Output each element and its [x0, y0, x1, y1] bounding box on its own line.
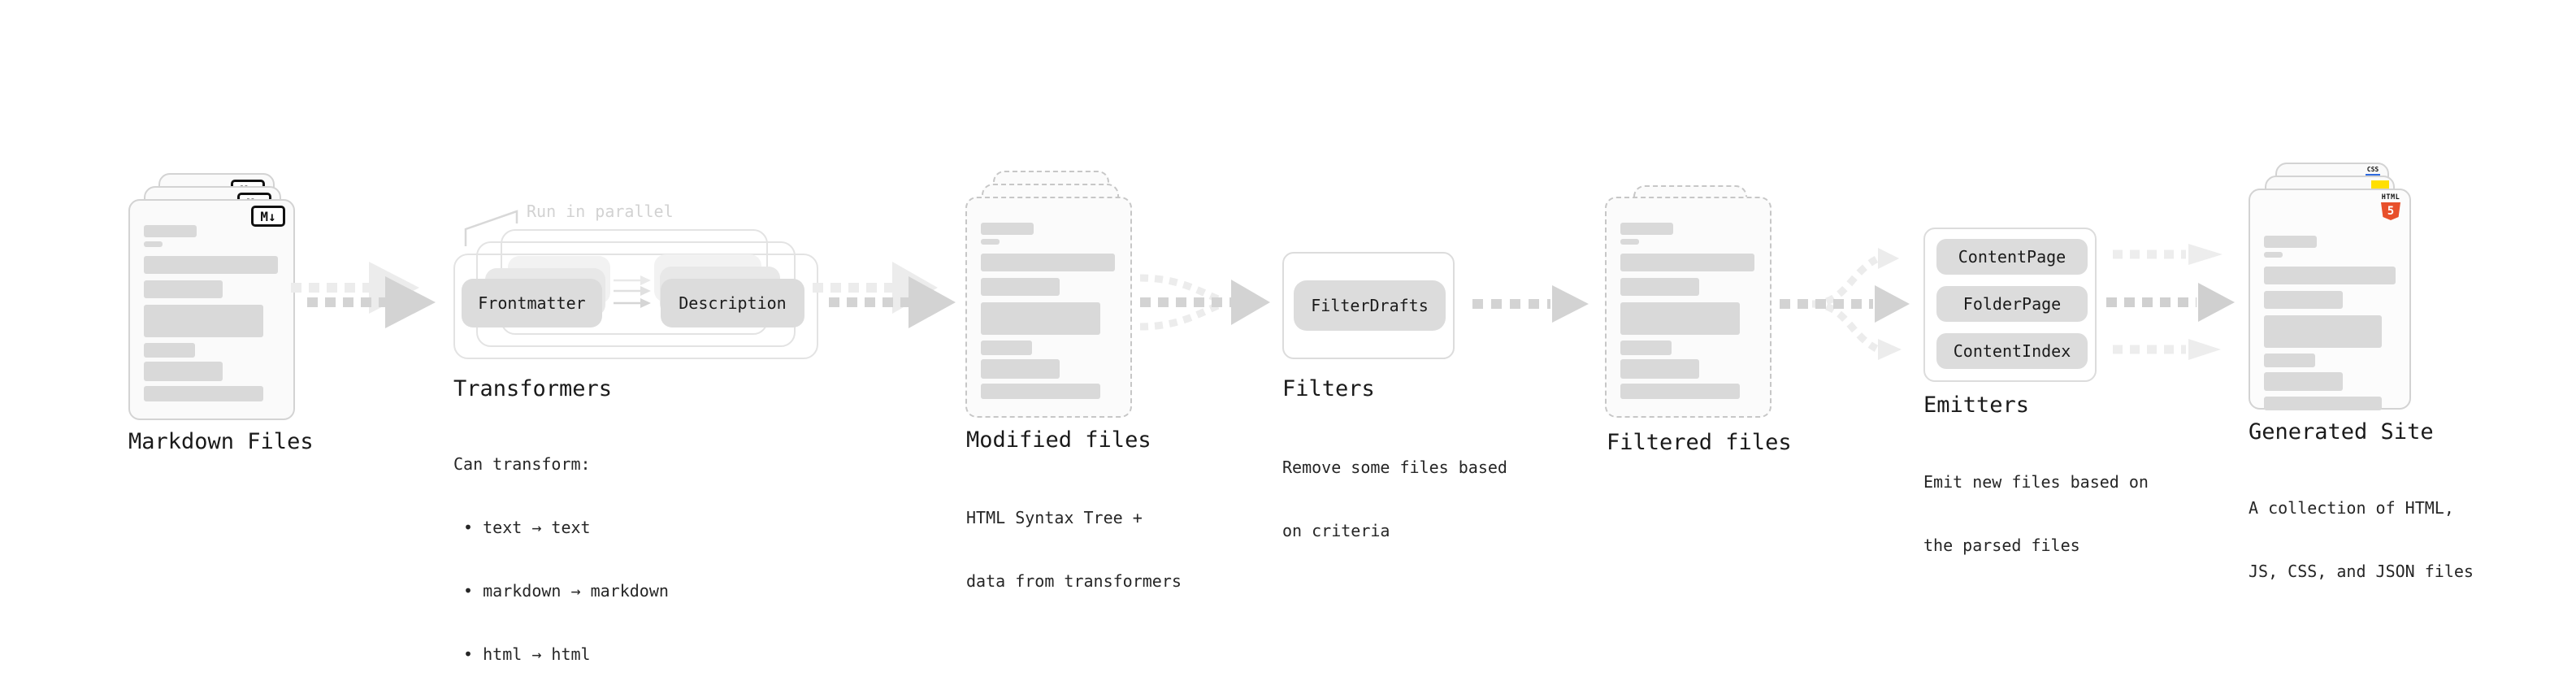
text-placeholder-bar: [981, 302, 1100, 335]
file-card-dashed: [965, 197, 1132, 418]
text-placeholder-bar: [1620, 384, 1740, 399]
css-icon: CSS: [2365, 167, 2381, 176]
text-placeholder-bar: [144, 305, 263, 337]
run-in-parallel-note: Run in parallel: [527, 202, 674, 221]
filters-panel: FilterDrafts: [1282, 252, 1455, 359]
transformer-frame-front: [453, 254, 818, 359]
transformers-label: Transformers: [453, 376, 613, 401]
text-placeholder-bar: [1620, 340, 1672, 355]
desc-line: Can transform:: [453, 454, 591, 474]
text-placeholder-bar: [2264, 372, 2343, 391]
text-placeholder-bar: [981, 254, 1115, 271]
html5-icon-shield: 5: [2381, 202, 2400, 220]
emitters-panel: ContentPage FolderPage ContentIndex: [1923, 228, 2097, 382]
text-placeholder-bar: [144, 256, 278, 274]
note-leader-line: [464, 210, 518, 246]
text-placeholder-bar: [981, 239, 1000, 245]
transformer-pill-frontmatter: Frontmatter: [462, 279, 602, 327]
text-placeholder-bar: [981, 278, 1060, 296]
desc-line: data from transformers: [966, 571, 1182, 591]
text-placeholder-bar: [144, 343, 195, 358]
file-card-dashed: [1605, 197, 1772, 418]
desc-line: on criteria: [1282, 521, 1390, 540]
css-icon-text: CSS: [2366, 166, 2379, 173]
desc-line: A collection of HTML,: [2249, 498, 2454, 518]
emitter-pill-contentindex: ContentIndex: [1936, 333, 2088, 369]
filters-label: Filters: [1282, 376, 1375, 401]
text-placeholder-bar: [2264, 315, 2382, 348]
text-placeholder-bar: [2264, 252, 2283, 258]
text-placeholder-bar: [1620, 359, 1699, 379]
transformer-pill-description: Description: [661, 279, 804, 327]
modified-files-label: Modified files: [966, 427, 1151, 453]
file-card: M↓: [128, 199, 295, 420]
text-placeholder-bar: [2264, 354, 2315, 367]
text-placeholder-bar: [2264, 397, 2382, 410]
text-placeholder-bar: [1620, 223, 1673, 235]
text-placeholder-bar: [981, 223, 1034, 235]
arrow-transformers-to-modified: [813, 262, 956, 328]
markdown-files-label: Markdown Files: [128, 429, 314, 454]
text-placeholder-bar: [981, 359, 1060, 379]
text-placeholder-bar: [144, 280, 223, 298]
parallel-run-arrows: [614, 275, 651, 308]
text-placeholder-bar: [1620, 254, 1754, 271]
file-card-html: HTML 5: [2249, 189, 2411, 410]
emitter-pill-folderpage: FolderPage: [1936, 286, 2088, 322]
text-placeholder-bar: [144, 225, 197, 237]
desc-line: Remove some files based: [1282, 458, 1507, 477]
text-placeholder-bar: [981, 384, 1100, 399]
modified-files-stack: [965, 171, 1162, 418]
desc-line: the parsed files: [1923, 536, 2080, 555]
text-placeholder-bar: [144, 241, 163, 247]
text-placeholder-bar: [2264, 291, 2343, 309]
desc-line: • markdown → markdown: [453, 581, 669, 601]
arrow-markdown-to-transformers: [291, 262, 436, 328]
arrow-filtered-to-emitters: [1780, 248, 1910, 360]
desc-line: Emit new files based on: [1923, 472, 2149, 492]
emitter-pill-contentpage: ContentPage: [1936, 239, 2088, 275]
text-placeholder-bar: [1620, 278, 1699, 296]
emitters-description: Emit new files based on the parsed files: [1923, 429, 2149, 598]
html5-icon-word: HTML: [2381, 193, 2400, 202]
text-placeholder-bar: [144, 362, 223, 381]
markdown-files-stack: M↓ M↓ M↓: [128, 173, 325, 420]
html5-icon: HTML 5: [2380, 194, 2401, 220]
text-placeholder-bar: [981, 340, 1032, 355]
filters-description: Remove some files based on criteria: [1282, 414, 1507, 583]
filter-pill-filterdrafts: FilterDrafts: [1294, 280, 1446, 331]
emitters-label: Emitters: [1923, 393, 2030, 418]
generated-site-description: A collection of HTML, JS, CSS, and JSON …: [2249, 455, 2474, 624]
markdown-icon: M↓: [251, 206, 285, 227]
generated-site-label: Generated Site: [2249, 419, 2434, 445]
arrow-modified-to-filters: [1139, 274, 1270, 331]
desc-line: • html → html: [453, 644, 591, 664]
arrow-emitters-to-generated: [2106, 244, 2235, 360]
modified-files-description: HTML Syntax Tree + data from transformer…: [966, 465, 1182, 634]
text-placeholder-bar: [2264, 267, 2396, 284]
transformers-description: Can transform: • text → text • markdown …: [453, 411, 669, 681]
text-placeholder-bar: [1620, 239, 1639, 245]
text-placeholder-bar: [1620, 302, 1740, 335]
desc-line: • text → text: [453, 518, 591, 537]
filtered-files-label: Filtered files: [1607, 430, 1792, 455]
filtered-files-stack: [1605, 185, 1800, 421]
generated-site-stack: CSS HTML 5: [2249, 163, 2444, 410]
arrow-filters-to-filtered: [1472, 285, 1589, 323]
css-icon-bar: [2366, 174, 2380, 176]
desc-line: HTML Syntax Tree +: [966, 508, 1143, 527]
text-placeholder-bar: [2264, 236, 2317, 248]
text-placeholder-bar: [144, 386, 263, 401]
desc-line: JS, CSS, and JSON files: [2249, 562, 2474, 581]
